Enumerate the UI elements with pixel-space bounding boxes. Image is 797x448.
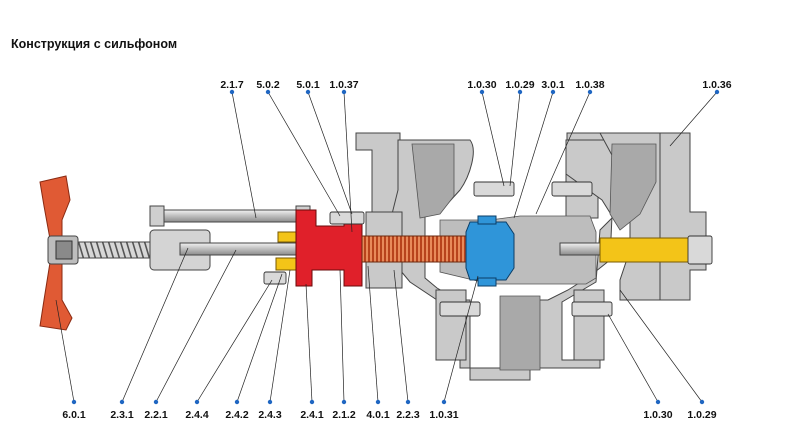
label-2-2-3: 2.2.3 — [396, 409, 420, 421]
label-5-0-2: 5.0.2 — [256, 79, 280, 91]
yellow-parts — [275, 231, 691, 271]
label-6-0-1: 6.0.1 — [62, 409, 86, 421]
label-1-0-36: 1.0.36 — [702, 79, 732, 91]
label-2-4-2: 2.4.2 — [225, 409, 249, 421]
label-dots — [71, 89, 720, 405]
label-1-0-29-bottom: 1.0.29 — [687, 409, 717, 421]
leader-lines — [55, 91, 718, 403]
label-2-3-1: 2.3.1 — [110, 409, 134, 421]
blue-plug — [465, 215, 515, 287]
label-1-0-37: 1.0.37 — [329, 79, 359, 91]
label-1-0-30-bottom: 1.0.30 — [643, 409, 673, 421]
label-4-0-1: 4.0.1 — [366, 409, 390, 421]
bellows — [361, 235, 467, 263]
label-2-4-4: 2.4.4 — [185, 409, 209, 421]
red-bonnet — [295, 209, 363, 287]
label-2-2-1: 2.2.1 — [144, 409, 168, 421]
label-1-0-38: 1.0.38 — [575, 79, 605, 91]
label-2-1-2: 2.1.2 — [332, 409, 356, 421]
label-3-0-1: 3.0.1 — [541, 79, 565, 91]
tie-rods — [149, 205, 311, 227]
label-2-1-7: 2.1.7 — [220, 79, 244, 91]
label-1-0-30-top: 1.0.30 — [467, 79, 497, 91]
label-1-0-31: 1.0.31 — [429, 409, 459, 421]
label-2-4-1: 2.4.1 — [300, 409, 324, 421]
handwheel — [39, 175, 79, 331]
page-title: Конструкция с сильфоном — [11, 37, 178, 51]
label-2-4-3: 2.4.3 — [258, 409, 282, 421]
label-5-0-1: 5.0.1 — [296, 79, 320, 91]
label-1-0-29-top: 1.0.29 — [505, 79, 535, 91]
